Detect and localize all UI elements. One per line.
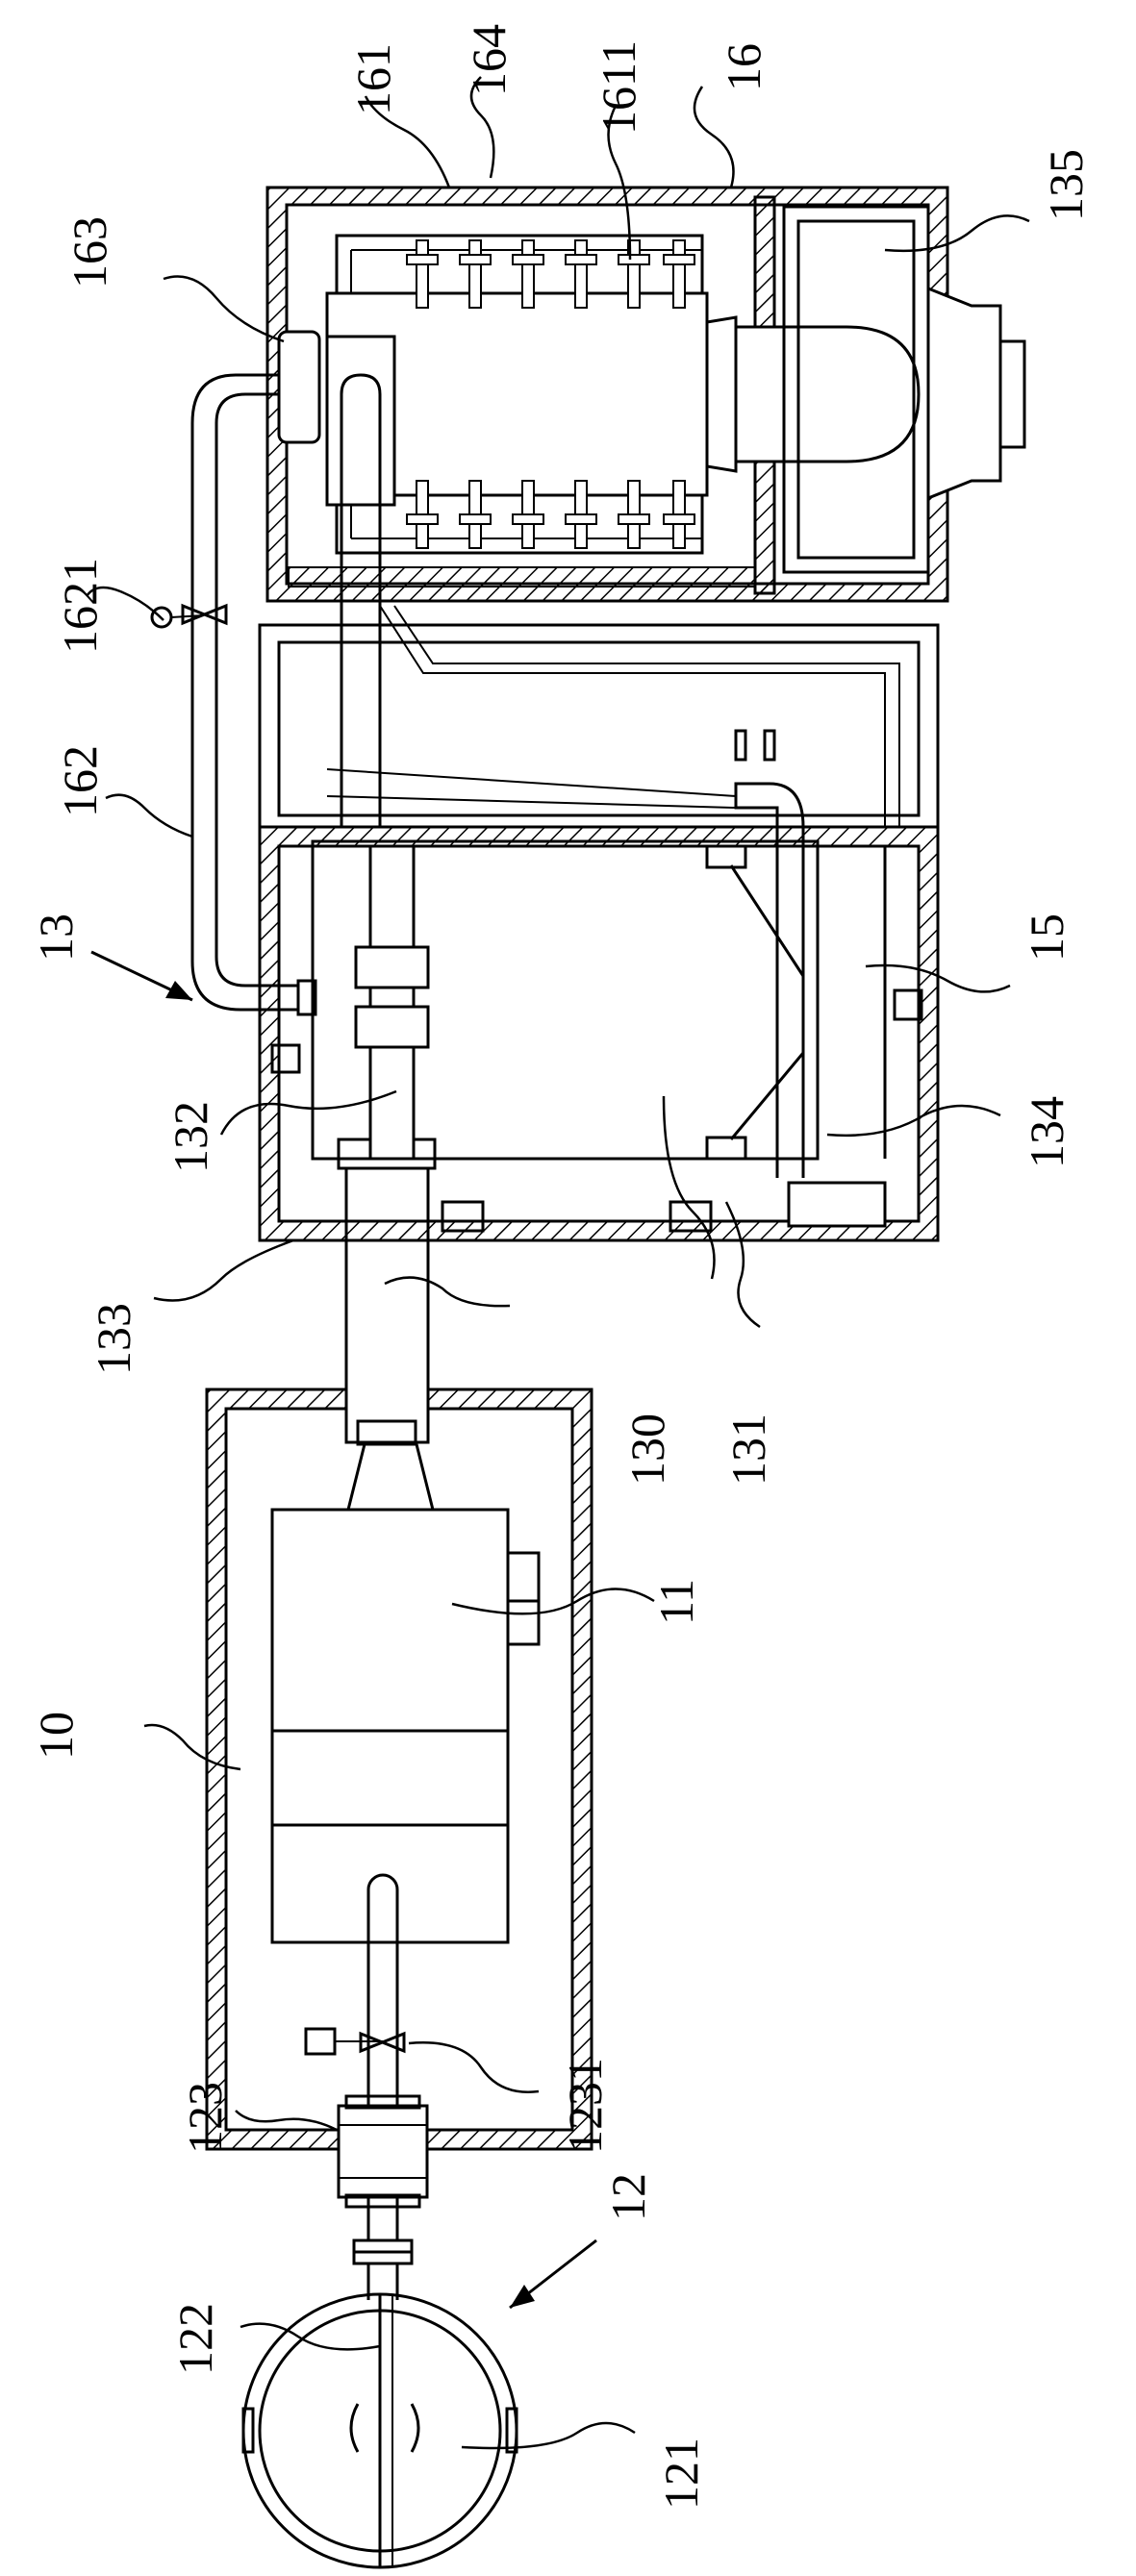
label-135: 135	[1039, 149, 1093, 221]
label-121: 121	[654, 2438, 708, 2510]
label-133: 133	[87, 1303, 140, 1375]
label-15: 15	[1020, 913, 1073, 962]
housing-13	[258, 623, 940, 1242]
label-134: 134	[1020, 1096, 1073, 1168]
unit-11	[270, 1438, 541, 1944]
spikes-top	[406, 239, 695, 309]
label-163: 163	[63, 216, 116, 288]
pipe-162	[190, 373, 317, 1016]
label-10: 10	[29, 1712, 83, 1760]
leader-lines	[85, 76, 1030, 2450]
valve-1231	[304, 2027, 406, 2056]
label-13: 13	[29, 913, 83, 962]
fitting-163	[277, 330, 900, 827]
label-16: 16	[717, 43, 770, 91]
pipe-134	[326, 729, 887, 1228]
fitting-123	[337, 2094, 429, 2209]
hopper-130	[705, 844, 805, 1161]
valve-1621	[150, 603, 228, 629]
pipe-133	[337, 1138, 437, 1446]
spikes-bottom	[406, 480, 695, 549]
label-162: 162	[53, 745, 107, 817]
label-161: 161	[346, 43, 400, 115]
arrow-12	[509, 2238, 597, 2310]
drum-161	[325, 239, 921, 549]
label-11: 11	[649, 1579, 703, 1625]
label-130: 130	[620, 1413, 674, 1486]
label-123: 123	[178, 2082, 232, 2154]
label-131: 131	[721, 1413, 775, 1486]
label-164: 164	[462, 24, 516, 96]
connector-122	[352, 2207, 414, 2300]
label-132: 132	[164, 1101, 217, 1173]
shaft-132	[354, 844, 430, 1161]
label-12: 12	[601, 2173, 655, 2221]
label-1621: 1621	[53, 558, 107, 654]
label-122: 122	[168, 2303, 222, 2375]
labels: 10 11 12 13 15 16 121 122 123 1231 130 1…	[29, 24, 1093, 2510]
label-1231: 1231	[558, 2058, 612, 2154]
arrow-13	[90, 950, 193, 1002]
blower-135	[782, 205, 1026, 574]
label-1611: 1611	[592, 40, 645, 135]
tank-12	[241, 2292, 518, 2569]
